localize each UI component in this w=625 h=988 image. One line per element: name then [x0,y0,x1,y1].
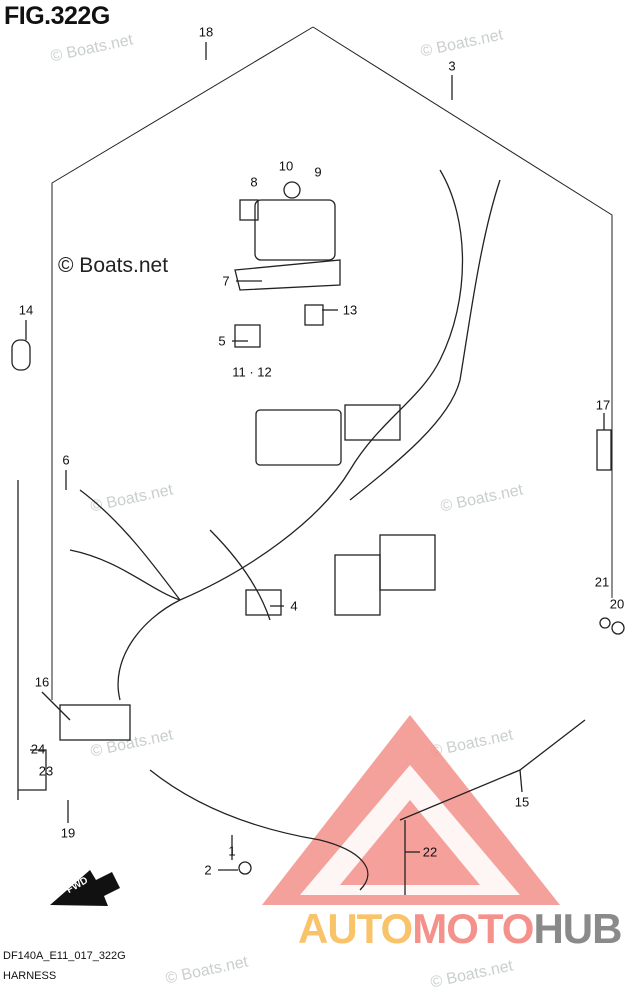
figure-title: FIG.322G [4,2,110,30]
callout-4: 4 [290,598,298,614]
callout-17: 17 [595,397,611,413]
fwd-arrow [50,870,120,906]
fuse [304,304,324,326]
clip [239,199,259,221]
bracket [596,429,612,471]
relay [245,589,282,616]
watermark-main: © Boats.net [58,254,169,277]
callout-22: 22 [422,844,438,860]
bracket [59,704,131,741]
fuse-box-cover [234,259,341,291]
callout-14: 14 [18,302,34,318]
ecm-connector [379,534,436,591]
callout-10: 10 [278,158,294,174]
callout-3: 3 [448,58,456,74]
assembly-outline [312,26,613,598]
ecm-connector [334,554,381,616]
fuse-box [254,199,336,261]
automotohub-logo: AUTOMOTOHUB [298,905,622,952]
logo-part-auto: AUTO [298,905,413,952]
callout-21: 21 [594,574,610,590]
connector-block [344,404,401,441]
diagram-code: DF140A_E11_017_322G [3,950,126,962]
logo-part-hub: HUB [533,905,622,952]
callout-6: 6 [62,452,70,468]
nut [238,861,252,875]
main-harness [117,169,464,701]
callout-2: 2 [204,862,212,878]
callout-5: 5 [218,333,226,349]
cap [11,339,31,371]
callout-15: 15 [514,794,530,810]
callout-13: 13 [342,302,358,318]
washer [599,617,611,629]
callout-18: 18 [198,24,214,40]
callout-8: 8 [250,174,258,190]
grommet [283,181,301,199]
callout-20: 20 [609,596,625,612]
logo-part-moto: MOTO [412,905,534,952]
nut [611,621,625,635]
junction-box [255,409,342,466]
callout-1: 1 [228,843,236,859]
callout-24: 24 [30,741,46,757]
callout-9: 9 [314,164,322,180]
relay [234,324,261,348]
callout-23: 23 [38,763,54,779]
callout-19: 19 [60,825,76,841]
callout-11-12: 11 · 12 [232,364,272,380]
callout-16: 16 [34,674,50,690]
callout-7: 7 [222,273,230,289]
assembly-outline [51,26,314,700]
diagram-name: HARNESS [3,970,57,982]
